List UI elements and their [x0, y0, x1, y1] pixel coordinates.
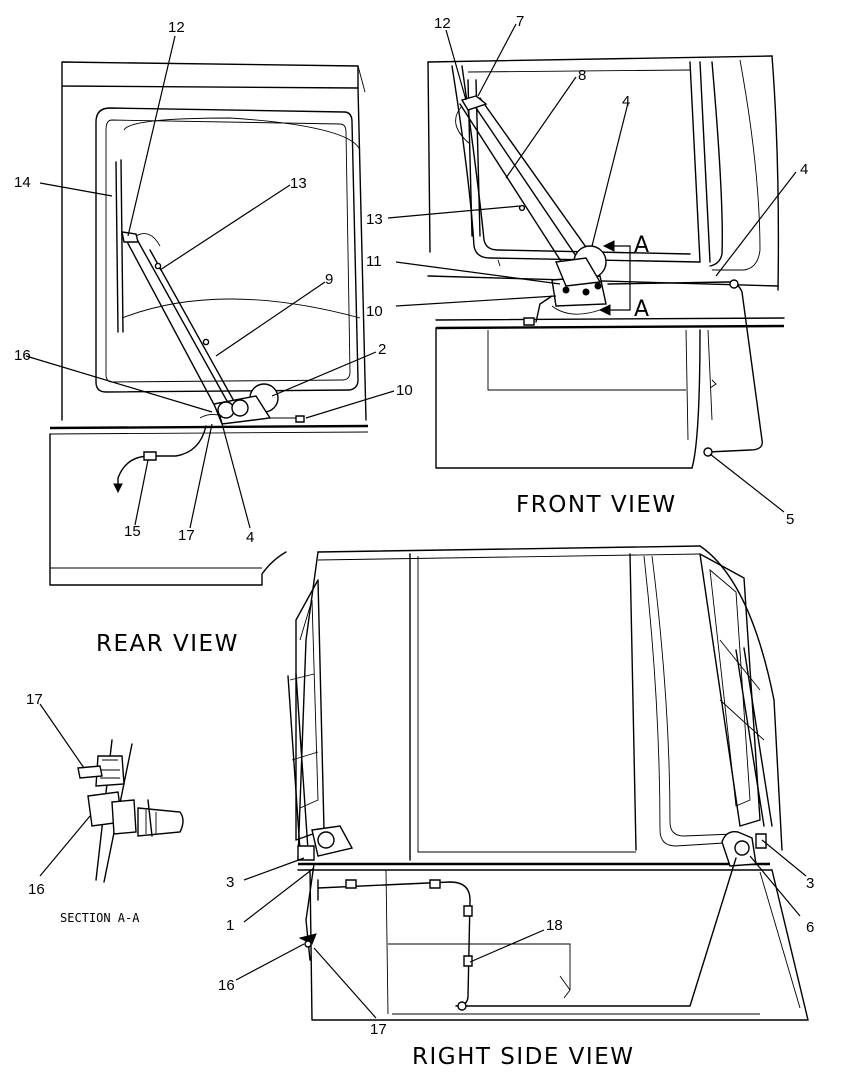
callout-side-3-right: 3 — [806, 875, 814, 892]
callout-rear-13: 13 — [290, 175, 307, 192]
callout-front-5: 5 — [786, 511, 794, 528]
callout-side-6: 6 — [806, 919, 814, 936]
callout-rear-12: 12 — [168, 19, 185, 36]
right-side-view-title: RIGHT SIDE VIEW — [412, 1044, 634, 1070]
callout-side-1: 1 — [226, 917, 234, 934]
callout-front-8: 8 — [578, 67, 586, 84]
callout-front-13: 13 — [366, 211, 383, 228]
callout-rear-17: 17 — [178, 527, 195, 544]
callout-side-18: 18 — [546, 917, 563, 934]
section-a-a-drawing — [77, 739, 184, 883]
callout-front-4-upper: 4 — [622, 93, 630, 110]
front-view-leaders — [387, 23, 797, 513]
section-a-a-title: SECTION A-A — [60, 911, 140, 925]
section-marker-lower: A — [634, 297, 649, 322]
callout-side-17: 17 — [370, 1021, 387, 1038]
callout-side-3-left: 3 — [226, 874, 234, 891]
callout-rear-9: 9 — [325, 271, 333, 288]
front-view-title: FRONT VIEW — [516, 492, 677, 518]
rear-view-title: REAR VIEW — [96, 631, 239, 657]
right-side-view-drawing — [287, 545, 809, 1021]
callout-front-4-right: 4 — [800, 161, 808, 178]
section-a-a-leaders — [39, 703, 91, 877]
callout-rear-14: 14 — [14, 174, 31, 191]
callout-section-16: 16 — [28, 881, 45, 898]
callout-section-17: 17 — [26, 691, 43, 708]
callout-rear-15: 15 — [124, 523, 141, 540]
front-view-drawing — [427, 55, 785, 469]
callout-side-16: 16 — [218, 977, 235, 994]
callout-front-11: 11 — [366, 253, 382, 270]
callout-rear-2: 2 — [378, 341, 386, 358]
callout-rear-16: 16 — [14, 347, 31, 364]
callout-rear-4: 4 — [246, 529, 254, 546]
callout-front-7: 7 — [516, 13, 524, 30]
section-marker-upper: A — [634, 233, 649, 258]
callout-front-12: 12 — [434, 15, 451, 32]
right-side-view-leaders — [235, 839, 807, 1019]
rear-view-drawing — [49, 61, 369, 586]
callout-rear-10: 10 — [396, 382, 413, 399]
rear-view-leaders — [25, 35, 395, 529]
callout-front-10: 10 — [366, 303, 383, 320]
